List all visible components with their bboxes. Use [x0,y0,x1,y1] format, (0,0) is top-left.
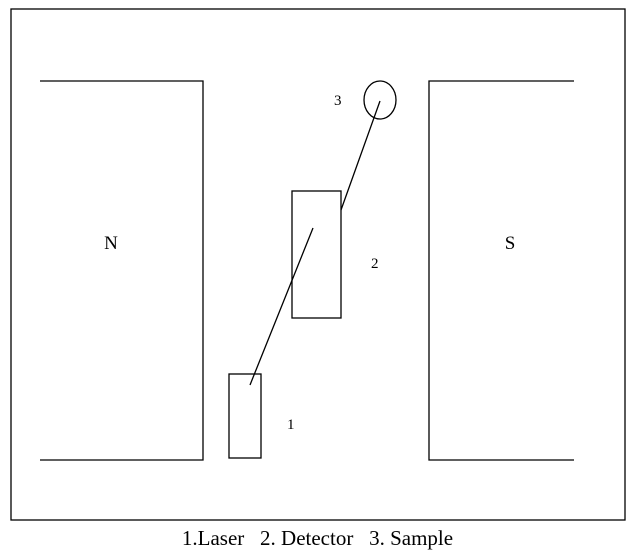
laser-box [228,373,262,459]
sample-number-label: 3 [334,93,342,109]
detector-number-label: 2 [371,256,379,272]
north-pole-label: N [104,233,118,254]
south-magnet-pole [428,80,574,461]
sample-to-detector-line [340,100,381,211]
north-magnet-pole [40,80,204,461]
figure-frame [10,8,626,521]
laser-number-label: 1 [287,417,295,433]
sample-circle [363,80,397,120]
south-pole-label: S [505,233,516,254]
laser-beam-line [249,227,314,386]
figure-caption: 1.Laser 2. Detector 3. Sample [181,526,454,550]
detector-box [291,190,342,319]
